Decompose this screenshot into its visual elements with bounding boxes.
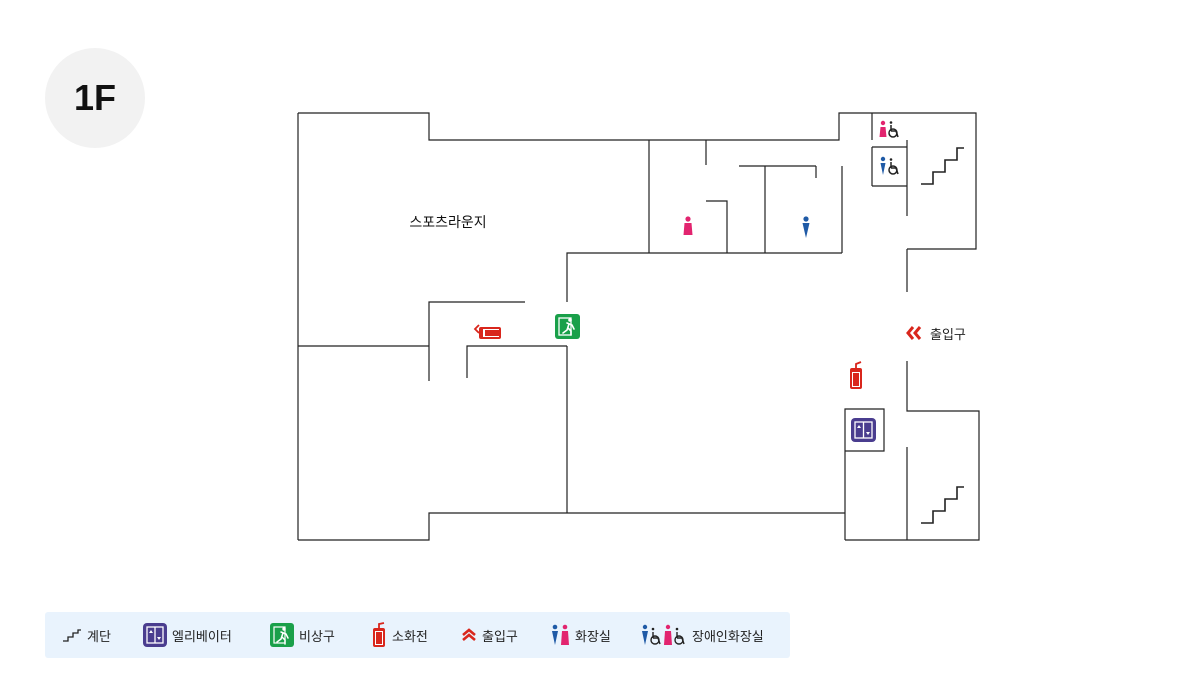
left-room-wall-1: [428, 301, 525, 381]
fire-extinguisher-icon: [373, 622, 385, 647]
legend-label-stairs: 계단: [87, 629, 111, 645]
female-restroom-icon: [683, 216, 693, 235]
floor-map: 스포츠라운지: [297, 112, 980, 541]
stairs-icon-lower: [921, 486, 964, 524]
outer-wall-bottom-left: [298, 512, 845, 541]
legend-label-emergency-exit: 비상구: [299, 629, 335, 645]
fire-extinguisher-icon-right: [850, 361, 862, 389]
legend-item-stairs: 계단: [60, 612, 111, 658]
left-room-wall-2: [466, 345, 567, 378]
legend-item-restroom: 화장실: [550, 612, 611, 658]
legend-label-fire-extinguisher: 소화전: [392, 629, 428, 645]
walls: [297, 112, 980, 541]
legend-item-elevator: 엘리베이터: [143, 612, 232, 658]
restroom-partition-1: [706, 200, 728, 253]
elevator-walls: [844, 408, 885, 540]
elevator-icon: [143, 623, 167, 647]
floor-label: 1F: [73, 77, 116, 118]
accessible-restroom-icon: [642, 624, 685, 645]
outer-wall-top: [298, 112, 977, 250]
legend-item-entrance: 출입구: [461, 612, 518, 658]
legend-label-elevator: 엘리베이터: [172, 629, 232, 645]
outer-wall-bottom-right: [845, 361, 980, 541]
corridor-wall-top: [566, 252, 842, 302]
entrance-icon: [462, 628, 476, 641]
emergency-exit-icon: [270, 623, 294, 647]
entrance-icon: [906, 326, 922, 340]
room-label-sports-lounge: 스포츠라운지: [409, 215, 486, 231]
accessible-female-restroom-icon: [879, 120, 899, 138]
emergency-exit-icon: [555, 314, 580, 339]
entrance-label: 출입구: [930, 328, 966, 343]
floor-badge: 1F: [45, 48, 145, 148]
legend-label-accessible-restroom: 장애인화장실: [692, 629, 764, 645]
male-restroom-icon: [802, 216, 810, 238]
legend-item-emergency-exit: 비상구: [270, 612, 335, 658]
stairs-icon: [63, 629, 81, 642]
stairs-icon-upper: [921, 147, 964, 185]
legend-item-fire-extinguisher: 소화전: [371, 612, 428, 658]
fire-extinguisher-icon-left: [473, 324, 501, 339]
accessible-male-restroom-icon: [880, 156, 899, 175]
elevator-icon: [851, 418, 876, 442]
legend: 계단 엘리베이터 비상구 소화전 출입구: [45, 612, 790, 658]
legend-label-restroom: 화장실: [575, 629, 611, 645]
legend-item-accessible-restroom: 장애인화장실: [641, 612, 764, 658]
legend-label-entrance: 출입구: [482, 629, 518, 645]
restroom-icon: [552, 624, 569, 645]
